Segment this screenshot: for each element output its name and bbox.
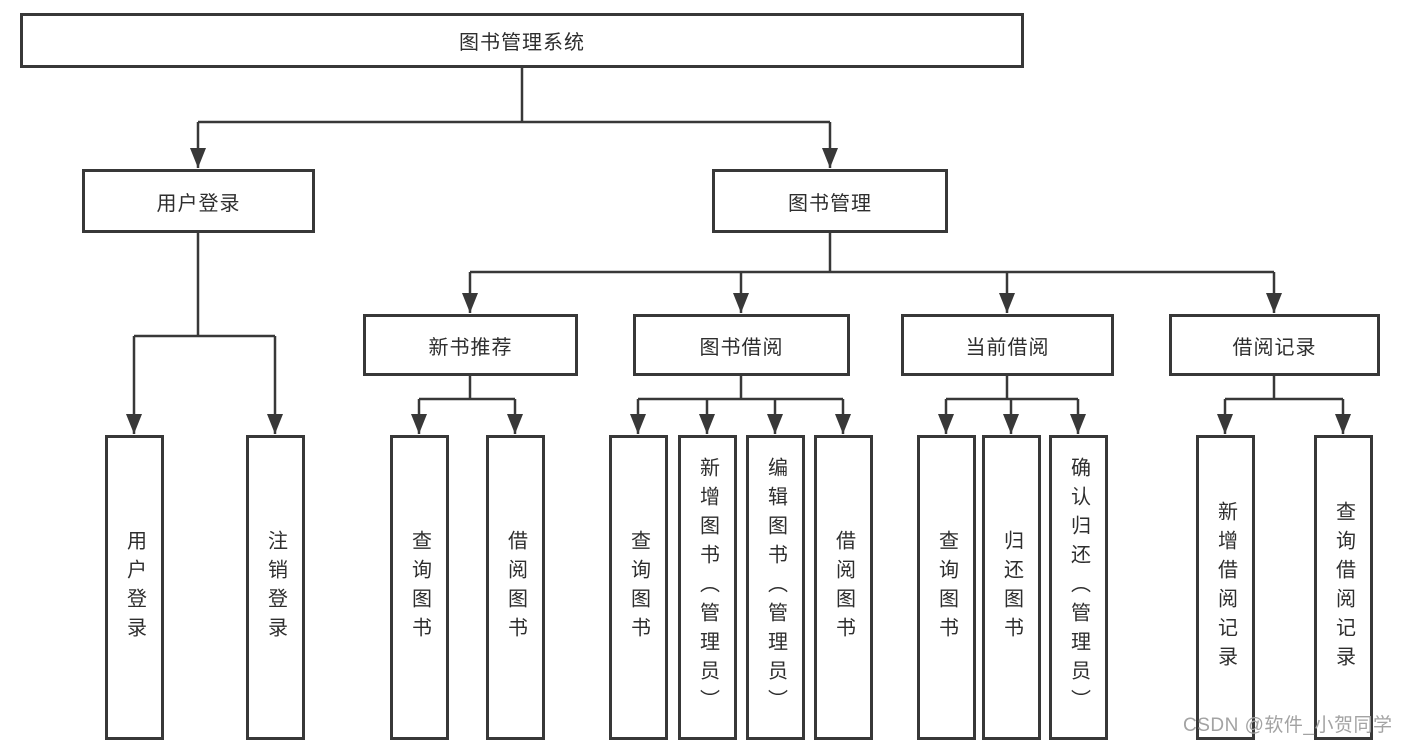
node-leaf-query-book-2: 查询图书	[609, 435, 668, 740]
node-leaf-add-borrow-record: 新增借阅记录	[1196, 435, 1255, 740]
node-leaf-return-book: 归还图书	[982, 435, 1041, 740]
node-leaf-label: 归还图书	[1000, 529, 1023, 646]
node-leaf-label: 用户登录	[123, 529, 146, 646]
node-leaf-borrow-book-2: 借阅图书	[814, 435, 873, 740]
node-book-borrow-label: 图书借阅	[699, 336, 784, 359]
connector-book-borrow-children	[630, 376, 851, 434]
node-new-book-recommend-label: 新书推荐	[428, 336, 513, 359]
node-leaf-label: 查询图书	[935, 529, 958, 646]
node-leaf-edit-book-admin: 编辑图书（管理员）	[746, 435, 805, 740]
node-leaf-borrow-book-1: 借阅图书	[486, 435, 545, 740]
node-borrow-record: 借阅记录	[1169, 314, 1380, 376]
node-book-borrow: 图书借阅	[633, 314, 850, 376]
node-root: 图书管理系统	[20, 13, 1024, 68]
node-leaf-label: 借阅图书	[832, 529, 855, 646]
node-leaf-query-book-3: 查询图书	[917, 435, 976, 740]
node-leaf-label: 查询图书	[627, 529, 650, 646]
node-new-book-recommend: 新书推荐	[363, 314, 578, 376]
node-leaf-label: 编辑图书（管理员）	[764, 457, 787, 718]
node-leaf-label: 查询借阅记录	[1332, 500, 1355, 675]
connector-user-login-children	[126, 233, 283, 434]
csdn-watermark: CSDN @软件_小贺同学	[1183, 715, 1393, 736]
node-borrow-record-label: 借阅记录	[1232, 336, 1317, 359]
node-leaf-label: 确认归还（管理员）	[1067, 457, 1090, 718]
connector-current-borrow-children	[938, 376, 1086, 434]
node-current-borrow-label: 当前借阅	[965, 336, 1050, 359]
node-root-label: 图书管理系统	[459, 32, 585, 54]
node-book-mgmt: 图书管理	[712, 169, 948, 233]
node-leaf-label: 注销登录	[264, 529, 287, 646]
node-leaf-add-book-admin: 新增图书（管理员）	[678, 435, 737, 740]
node-user-login: 用户登录	[82, 169, 315, 233]
node-leaf-logout: 注销登录	[246, 435, 305, 740]
connector-borrow-record-children	[1217, 376, 1351, 434]
node-leaf-label: 新增图书（管理员）	[696, 457, 719, 718]
node-leaf-label: 查询图书	[408, 529, 431, 646]
connector-root-to-level2	[190, 68, 838, 168]
node-leaf-user-login: 用户登录	[105, 435, 164, 740]
node-leaf-query-book-1: 查询图书	[390, 435, 449, 740]
node-leaf-query-borrow-record: 查询借阅记录	[1314, 435, 1373, 740]
node-current-borrow: 当前借阅	[901, 314, 1114, 376]
node-leaf-label: 新增借阅记录	[1214, 500, 1237, 675]
node-leaf-confirm-return-admin: 确认归还（管理员）	[1049, 435, 1108, 740]
node-book-mgmt-label: 图书管理	[788, 192, 872, 215]
connector-book-mgmt-groups	[462, 233, 1282, 313]
node-user-login-label: 用户登录	[156, 192, 241, 215]
node-leaf-label: 借阅图书	[504, 529, 527, 646]
connector-new-book-children	[411, 376, 523, 434]
